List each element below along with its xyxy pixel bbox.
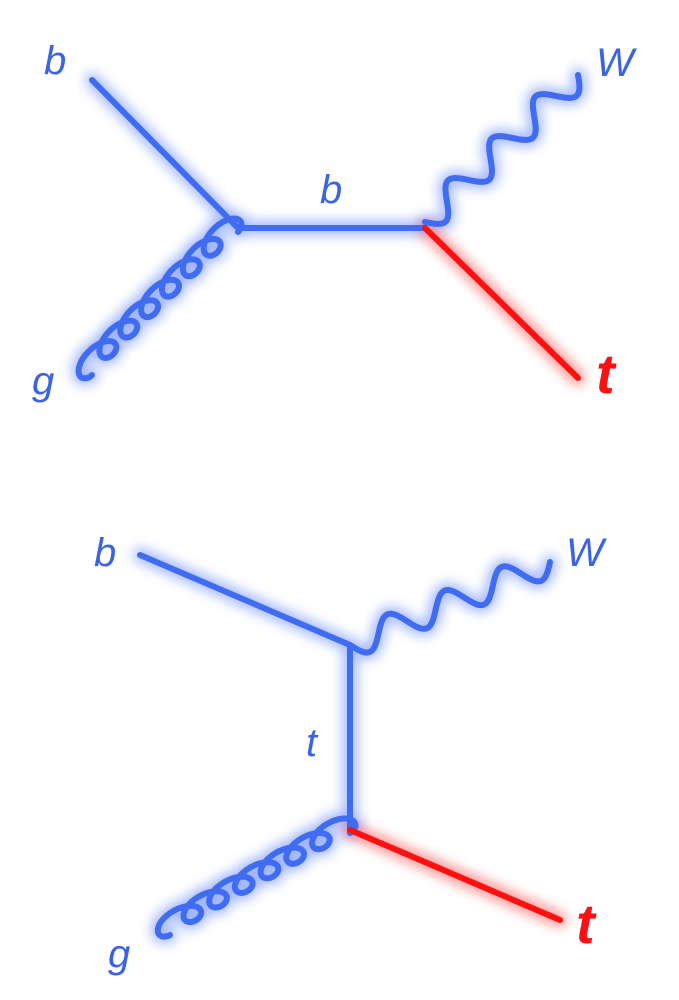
top-quark-outgoing-line xyxy=(347,827,563,923)
label-gluon: g xyxy=(108,932,130,976)
b-quark-incoming-line xyxy=(137,552,353,648)
label-top-quark: t xyxy=(576,892,597,955)
label-w-boson: W xyxy=(566,531,607,575)
gluon-line xyxy=(75,215,245,382)
top-quark-outgoing-line xyxy=(422,225,581,381)
s-channel-diagram: b b W g t xyxy=(32,39,637,405)
w-boson-line xyxy=(422,72,583,227)
b-quark-incoming-line xyxy=(89,77,241,231)
label-b-incoming: b xyxy=(44,39,66,83)
label-top-propagator: t xyxy=(306,721,319,765)
label-b-incoming: b xyxy=(94,531,116,575)
w-boson-line xyxy=(347,559,553,656)
label-b-propagator: b xyxy=(320,168,342,212)
label-w-boson: W xyxy=(596,41,637,85)
label-top-quark: t xyxy=(596,342,617,405)
label-gluon: g xyxy=(32,359,54,403)
gluon-line xyxy=(154,815,359,940)
t-channel-diagram: b t W g t xyxy=(94,531,607,976)
